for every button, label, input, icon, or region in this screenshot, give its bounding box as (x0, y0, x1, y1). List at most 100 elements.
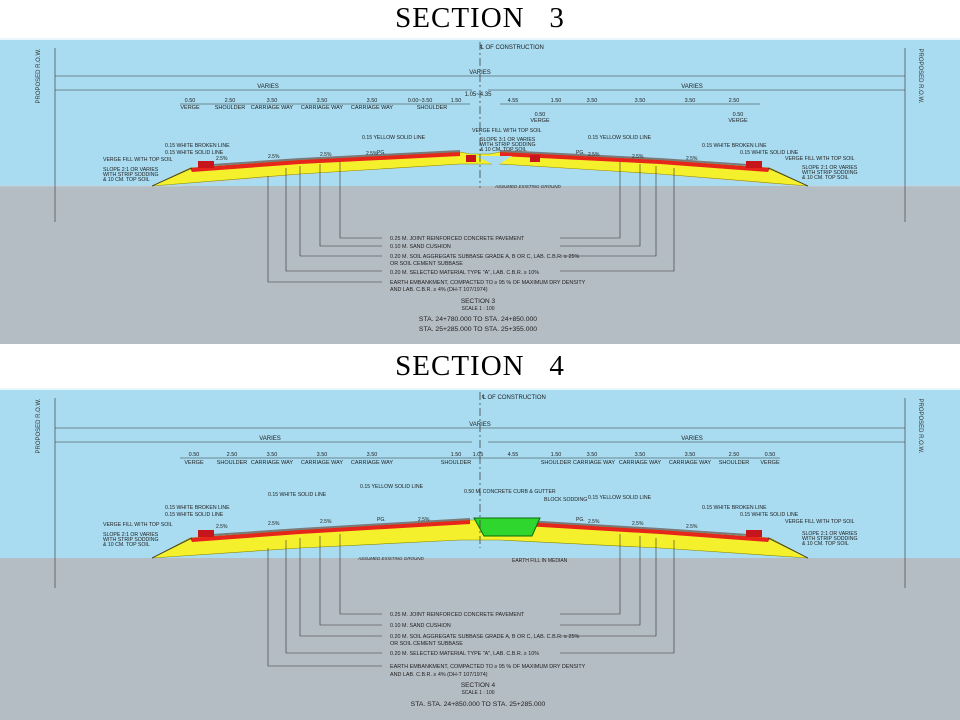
dim-right-lower-0: 0.50 (535, 112, 546, 118)
shoulder-block-left (198, 161, 214, 168)
dim-8: 1.50 (551, 452, 562, 458)
dim-7: 4.55 (508, 452, 519, 458)
pavement-right (490, 518, 748, 536)
subbase-right (490, 520, 770, 542)
note-0: 0.25 M. JOINT REINFORCED CONCRETE PAVEME… (390, 236, 525, 242)
note-1: 0.10 M. SAND CUSHION (390, 623, 451, 629)
label-left-0: VERGE (180, 105, 200, 111)
callout-slope-median-1: SLOPE 3:1 OR VARIES (480, 137, 536, 143)
callout-verge-fill-left: VERGE FILL WITH TOP SOIL (103, 522, 173, 528)
dim-left-0: 0.50 (185, 98, 196, 104)
section-4-title: SECTION 4 (395, 350, 565, 382)
median-width: 1.05~4.35 (465, 92, 493, 98)
label-left-1: SHOULDER (215, 105, 246, 111)
label-4: CARRIAGE WAY (351, 460, 394, 466)
callout-yellow-right: 0.15 YELLOW SOLID LINE (588, 495, 652, 501)
label-5: SHOULDER (441, 460, 472, 466)
row-label-left: PROPOSED R.O.W. (36, 48, 42, 103)
label-6: SHOULDER (541, 460, 572, 466)
caption: SECTION 4 (461, 682, 496, 689)
dim-10: 3.50 (635, 452, 646, 458)
station-2: STA. 25+285.000 TO STA. 25+355.000 (419, 326, 537, 333)
dim-6: 1.05 (473, 452, 484, 458)
section-3-drawing: PROPOSED R.O.W. PROPOSED R.O.W. ℄ OF CON… (0, 38, 960, 344)
median-swale (476, 156, 512, 166)
label-1: SHOULDER (217, 460, 248, 466)
dim-11: 3.50 (685, 452, 696, 458)
callout-curb: 0.50 M. CONCRETE CURB & GUTTER (464, 489, 556, 495)
dim-right-1: 1.50 (551, 98, 562, 104)
slope-label-5: 2.5% (632, 521, 644, 527)
callout-slope-right-1: SLOPE 2:1 OR VARIES (802, 531, 858, 537)
varies-left: VARIES (259, 436, 281, 442)
label-8: CARRIAGE WAY (619, 460, 662, 466)
callout-yellow-left: 0.15 YELLOW SOLID LINE (360, 484, 424, 490)
label-0: VERGE (184, 460, 204, 466)
dim-left-6: 1.50 (451, 98, 462, 104)
dim-right-lower-1: 0.50 (733, 112, 744, 118)
note-3: OR SOIL CEMENT SUBBASE (390, 641, 463, 647)
pavement-left (212, 518, 470, 536)
pg-label-left: PG. (377, 150, 386, 156)
callout-white-solid-right: 0.15 WHITE SOLID LINE (740, 512, 799, 518)
callout-verge-fill-top: VERGE FILL WITH TOP SOIL (472, 128, 542, 134)
pg-label-right: PG. (576, 517, 585, 523)
varies-right: VARIES (681, 84, 703, 90)
note-4: 0.20 M. SELECTED MATERIAL TYPE "A", LAB.… (390, 270, 539, 276)
dim-right-0: 4.55 (508, 98, 519, 104)
label-right-lower-0: VERGE (530, 118, 550, 124)
label-9: CARRIAGE WAY (669, 460, 712, 466)
callout-verge-fill-right: VERGE FILL WITH TOP SOIL (785, 156, 855, 162)
pg-label-left: PG. (377, 517, 386, 523)
callout-white-solid-mid: 0.15 WHITE SOLID LINE (268, 492, 327, 498)
slope-label-5: 2.5% (632, 154, 644, 160)
callout-slope-right-2: WITH STRIP SODDING (802, 536, 858, 542)
callout-slope-right-3: & 10 CM. TOP SOIL (802, 541, 849, 547)
dim-13: 0.50 (765, 452, 776, 458)
label-left-3: CARRIAGE WAY (301, 105, 344, 111)
callout-slope-left-2: WITH STRIP SODDING (103, 537, 159, 543)
dim-right-5: 2.50 (729, 98, 740, 104)
callout-block-sodding: BLOCK SODDING (544, 497, 587, 503)
note-2: 0.20 M. SOIL AGGREGATE SUBBASE GRADE A, … (390, 634, 580, 640)
varies-total: VARIES (469, 422, 491, 428)
label-11: VERGE (760, 460, 780, 466)
note-5: EARTH EMBANKMENT, COMPACTED TO ≥ 95 % OF… (390, 280, 586, 286)
callout-white-broken-right: 0.15 WHITE BROKEN LINE (702, 143, 767, 149)
callout-slope-right-2: WITH STRIP SODDING (802, 170, 858, 176)
callout-slope-left-2: WITH STRIP SODDING (103, 172, 159, 178)
dim-2: 3.50 (267, 452, 278, 458)
callout-slope-left-3: & 10 CM. TOP SOIL (103, 177, 150, 183)
subbase-right (500, 152, 770, 172)
callout-slope-median-3: & 10 CM. TOP SOIL (480, 147, 527, 153)
callout-white-broken-right: 0.15 WHITE BROKEN LINE (702, 505, 767, 511)
dim-12: 2.50 (729, 452, 740, 458)
median-block-right (530, 155, 540, 162)
varies-left: VARIES (257, 84, 279, 90)
slope-label-1: 2.5% (268, 521, 280, 527)
slope-label-3: 2.5% (366, 151, 378, 157)
dim-0: 0.50 (189, 452, 200, 458)
varies-total: VARIES (469, 70, 491, 76)
label-right-lower-1: VERGE (728, 118, 748, 124)
note-6: AND LAB. C.B.R. ≥ 4% (DH-T 107/1974) (390, 287, 488, 293)
dim-right-4: 3.50 (685, 98, 696, 104)
callout-verge-fill-right: VERGE FILL WITH TOP SOIL (785, 519, 855, 525)
section-4-drawing: PROPOSED R.O.W. PROPOSED R.O.W. ℄ OF CON… (0, 388, 960, 720)
median-fill-label: EARTH FILL IN MEDIAN (512, 558, 568, 564)
dim-right-3: 3.50 (635, 98, 646, 104)
row-label-right: PROPOSED R.O.W. (917, 398, 923, 453)
dim-9: 3.50 (587, 452, 598, 458)
callout-slope-right-1: SLOPE 2:1 OR VARIES (802, 165, 858, 171)
note-5: EARTH EMBANKMENT, COMPACTED TO ≥ 95 % OF… (390, 664, 586, 670)
shoulder-block-right (746, 161, 762, 168)
dim-left-5: 0.00~3.50 (408, 98, 433, 104)
pavement-right (500, 150, 748, 166)
slope-label-6: 2.5% (686, 156, 698, 162)
dim-left-1: 2.50 (225, 98, 236, 104)
slope-label-0: 2.5% (216, 156, 228, 162)
shoulder-block-left (198, 530, 214, 537)
callout-verge-fill-left: VERGE FILL WITH TOP SOIL (103, 157, 173, 163)
median-block-left (466, 155, 476, 162)
dim-3: 3.50 (317, 452, 328, 458)
